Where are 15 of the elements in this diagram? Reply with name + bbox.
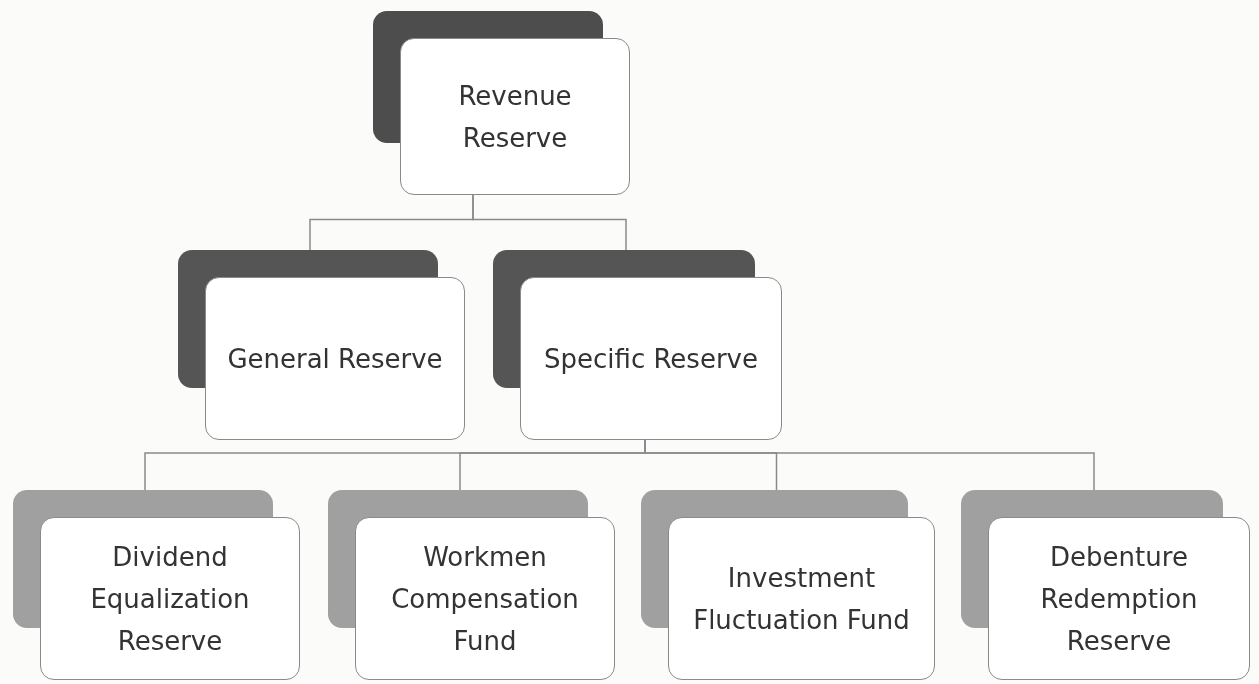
box-label: General Reserve (226, 342, 444, 376)
reserve-box (355, 517, 615, 680)
box-label: Workmen Compensation Fund (390, 540, 580, 658)
reserve-box (205, 277, 465, 440)
reserve-box (988, 517, 1250, 680)
reserve-box (400, 38, 630, 195)
reserve-box (40, 517, 300, 680)
box-label: Revenue Reserve (457, 79, 573, 155)
box-label: Investment Fluctuation Fund (692, 561, 911, 637)
reserve-box (668, 517, 935, 680)
reserve-box (520, 277, 782, 440)
box-label: Debenture Redemption Reserve (1039, 540, 1199, 658)
box-label: Dividend Equalization Reserve (89, 540, 251, 658)
box-label: Specific Reserve (543, 342, 759, 376)
connector-line (472, 194, 627, 251)
